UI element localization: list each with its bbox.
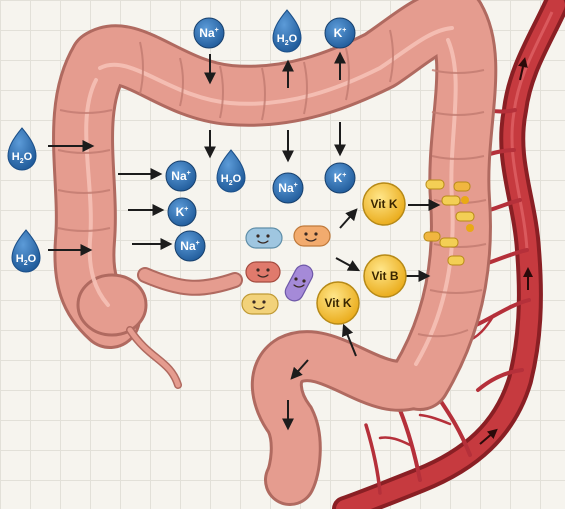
potassium-ion-icon [168, 198, 196, 226]
bacterium-icon [246, 228, 282, 248]
sodium-ion-icon [175, 231, 205, 261]
vitamin-b-icon [364, 255, 406, 297]
water-drop-icon [217, 150, 245, 192]
sodium-ion-icon [194, 18, 224, 48]
bacterium-icon [294, 226, 330, 246]
bacterium-icon [242, 294, 278, 314]
vitamin-circles [317, 183, 406, 324]
colon [58, 18, 486, 480]
vitamin-k-icon [317, 282, 359, 324]
sodium-ion-icon [166, 161, 196, 191]
bacterium-icon [246, 262, 280, 282]
vitamin-k-icon [363, 183, 405, 225]
water-drop-icon [273, 10, 301, 52]
potassium-ion-icon [325, 163, 355, 193]
bacterium-icon [282, 262, 316, 304]
water-drop-icon [8, 128, 36, 170]
potassium-ion-icon [325, 18, 355, 48]
water-drop-icon [12, 230, 40, 272]
sodium-ion-icon [273, 173, 303, 203]
